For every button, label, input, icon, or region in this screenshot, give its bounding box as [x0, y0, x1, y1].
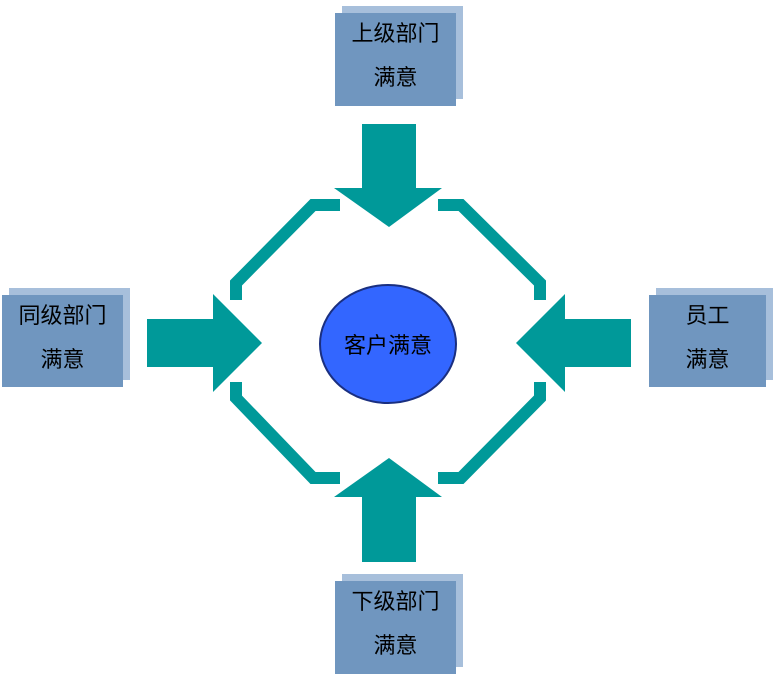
octagon-ring — [230, 199, 546, 484]
ring-segment-bottom-right — [438, 382, 546, 484]
arrow-from-left — [147, 294, 262, 392]
node-bottom-line1: 下级部门 — [351, 590, 440, 615]
center-ellipse — [319, 284, 457, 404]
node-right-line2: 满意 — [685, 348, 730, 373]
ring-segment-top-left — [230, 199, 340, 300]
arrow-from-top — [334, 124, 442, 227]
node-top-line2: 满意 — [373, 66, 418, 91]
arrow-from-bottom — [334, 458, 442, 562]
node-bottom-subordinate: 下级部门 满意 — [335, 581, 456, 674]
node-left-line1: 同级部门 — [18, 304, 107, 329]
ring-segment-top-right — [438, 199, 546, 300]
node-top-superior: 上级部门 满意 — [335, 13, 456, 106]
node-bottom-line2: 满意 — [373, 634, 418, 659]
node-right-employee: 员工 满意 — [649, 295, 766, 387]
node-right-line1: 员工 — [685, 304, 730, 329]
node-left-peer: 同级部门 满意 — [2, 295, 123, 387]
node-top-line1: 上级部门 — [351, 22, 440, 47]
node-left-line2: 满意 — [40, 348, 85, 373]
ring-segment-bottom-left — [230, 382, 340, 484]
center-label: 客户满意 — [343, 334, 432, 359]
arrow-from-right — [516, 294, 631, 392]
